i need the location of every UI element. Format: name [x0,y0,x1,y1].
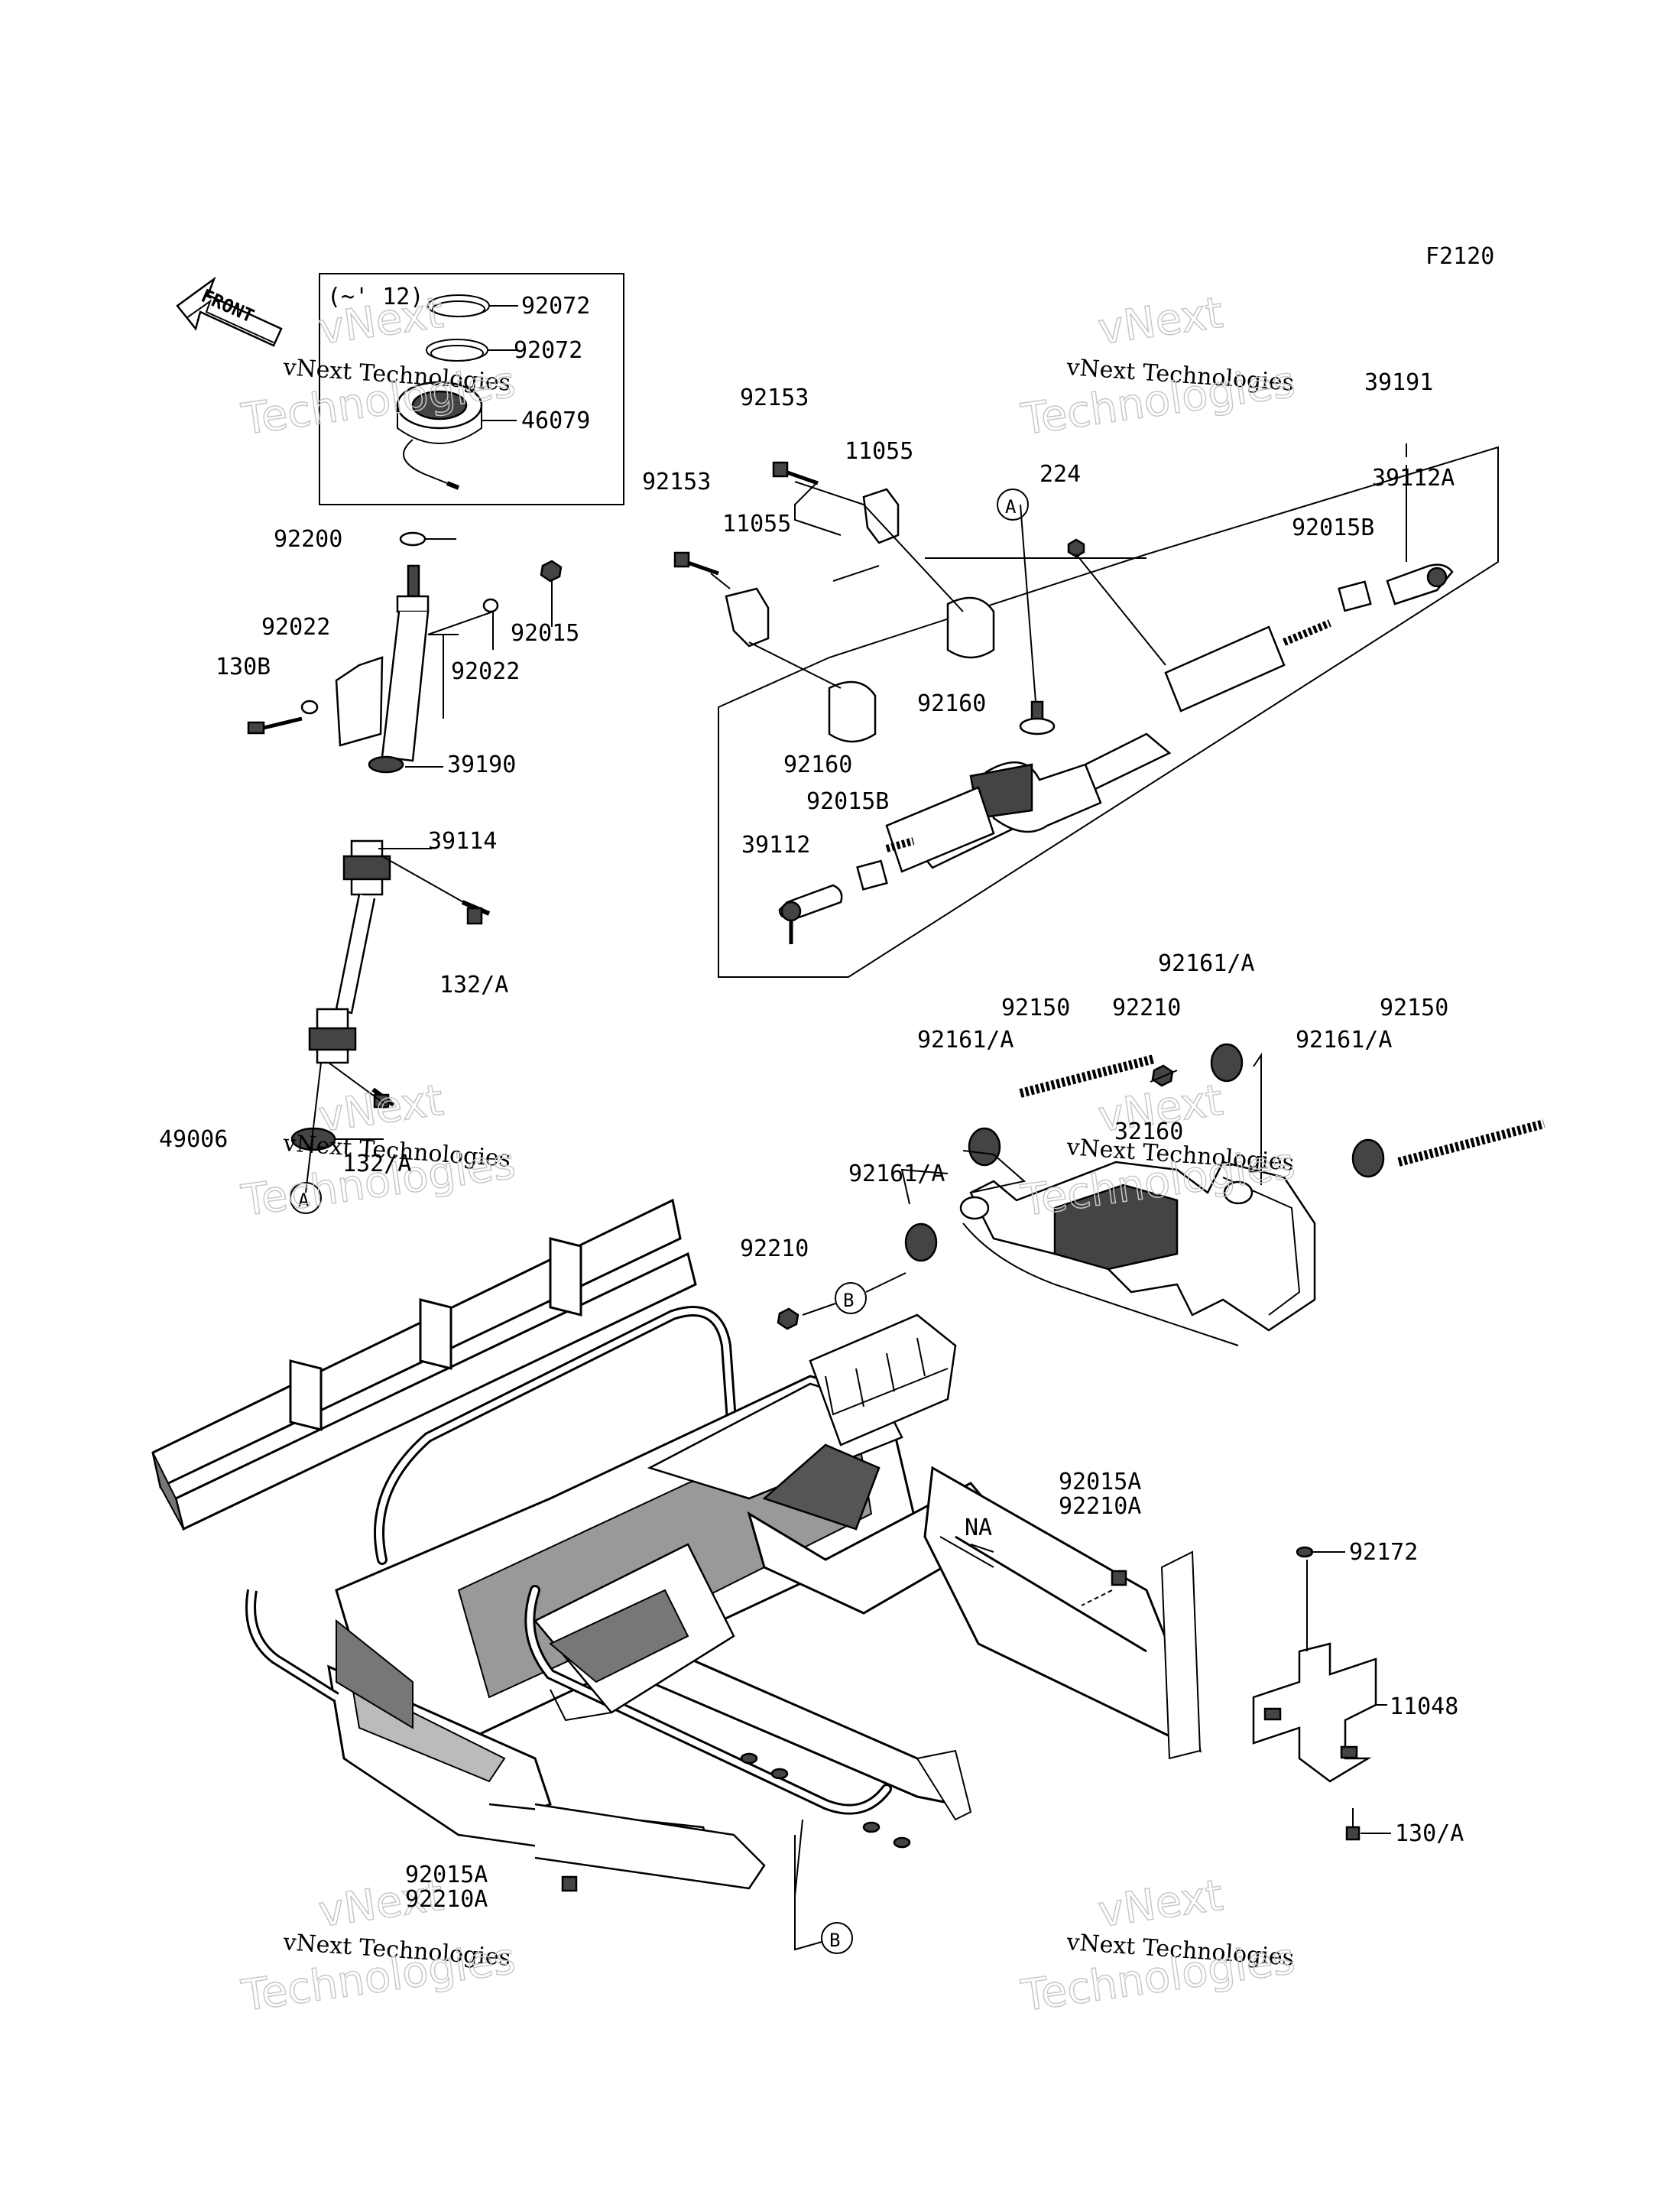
reference-a-marker: A [290,1182,322,1214]
screw [1296,1546,1314,1558]
part-number-label: 39190 [447,752,516,778]
watermark: vNext vNext Technologies Technologies [238,287,519,446]
part-number-label: 92015A [405,1862,488,1888]
washer [482,598,499,613]
part-number-label: 11055 [722,511,791,537]
nut [540,560,563,583]
bolt [247,716,303,735]
part-number-label: 49006 [159,1126,228,1153]
part-number-label: 39112 [741,832,810,859]
part-number-label: 32160 [1114,1118,1183,1145]
svg-text:vNext: vNext [1095,288,1226,355]
part-number-label: 92015B [1292,515,1374,541]
callouts: 92072 92072 46079 92200 92022 92015 130B… [159,293,1464,1913]
svg-text:vNext: vNext [1095,1871,1226,1937]
bolt [772,461,819,485]
inset-box [319,273,624,505]
part-number-label: 92161/A [917,1027,1014,1054]
inset-note: (~' 12) [327,284,423,310]
front-guard-bracket [959,1161,1316,1346]
universal-joint [308,839,391,1064]
clamp-bracket [725,587,770,648]
part-number-label: 92160 [783,752,852,778]
svg-text:B: B [829,1930,840,1951]
lock-nut [856,859,888,891]
svg-text:vNext: vNext [316,1076,446,1142]
part-number-label: 224 [1039,461,1081,488]
part-number-label: NA [965,1515,992,1541]
reference-b-marker: B [835,1282,867,1314]
washer [300,700,319,715]
part-number-label: 92150 [1001,995,1070,1021]
watermark: vNext vNext Technologies Technologies [1017,1870,1299,2022]
bolt [673,551,719,576]
part-number-label: 92022 [451,658,520,685]
svg-text:A: A [298,1190,310,1211]
part-number-label: 130/A [1395,1820,1464,1847]
horn-assembly [396,381,517,490]
bolt [561,1875,578,1892]
clamp-bracket [862,488,900,544]
part-number-label: 92161/A [848,1161,945,1187]
bolt [461,900,491,925]
part-number-label: 92160 [917,690,986,717]
part-number-label: 92161/A [1296,1027,1392,1054]
part-number-label: 92210 [740,1235,809,1262]
part-number-label: 11048 [1390,1693,1458,1720]
tie-rod-end [778,884,843,944]
bolt [1345,1808,1361,1841]
part-number-label: 46079 [521,407,590,434]
tie-rod-end [1386,563,1454,606]
reference-b-marker: B [821,1922,853,1954]
part-number-label: 92153 [740,385,809,411]
part-number-label: 92153 [642,469,711,495]
part-number-label: 92015 [511,620,579,647]
nut [1067,538,1085,558]
rack-group-bracket [718,446,1499,978]
watermark: vNext vNext Technologies Technologies [1017,287,1299,446]
leader-lines [939,443,1407,1834]
bolt [1081,1570,1127,1606]
fuel-tank-bracket [1252,1642,1377,1783]
part-number-label: 92200 [274,526,342,553]
part-number-label: 92172 [1349,1539,1418,1566]
part-number-label: 39114 [428,828,497,855]
rubber-bushing [828,680,877,743]
front-arrow-icon: FRONT [176,276,283,347]
long-bolt [1019,1054,1545,1167]
steering-rack [885,619,1331,873]
rubber-bushing [946,596,995,659]
part-number-label: 92015B [806,788,889,815]
hose-clip [427,294,518,317]
part-number-label: 92015A [1059,1469,1141,1495]
hose-clip [426,339,517,362]
part-number-label: 92072 [514,337,582,364]
svg-text:A: A [1005,496,1017,518]
rubber-bushing [904,1043,1385,1262]
figure-code: F2120 [1425,243,1494,270]
part-number-label: 92072 [521,293,590,320]
part-number-label: 130B [216,654,271,680]
lock-nut [1338,580,1372,612]
part-number-label: 92161/A [1158,950,1254,977]
part-number-label: 39191 [1364,369,1433,396]
part-number-label: 92150 [1380,995,1448,1021]
part-number-label: 92210 [1112,995,1181,1021]
part-number-label: 132/A [342,1151,411,1177]
steering-column [335,531,459,774]
part-number-label: 92210A [1059,1493,1141,1520]
svg-text:B: B [843,1290,854,1311]
part-number-label: 11055 [845,438,913,465]
part-number-label: 39112A [1372,465,1455,492]
main-frame [151,1198,1202,1890]
nut [777,1307,799,1330]
reference-a-marker: A [997,489,1029,521]
part-number-label: 132/A [439,972,508,998]
part-number-label: 92022 [261,614,330,641]
part-number-label: 92210A [405,1886,488,1913]
nut [1151,1064,1174,1087]
